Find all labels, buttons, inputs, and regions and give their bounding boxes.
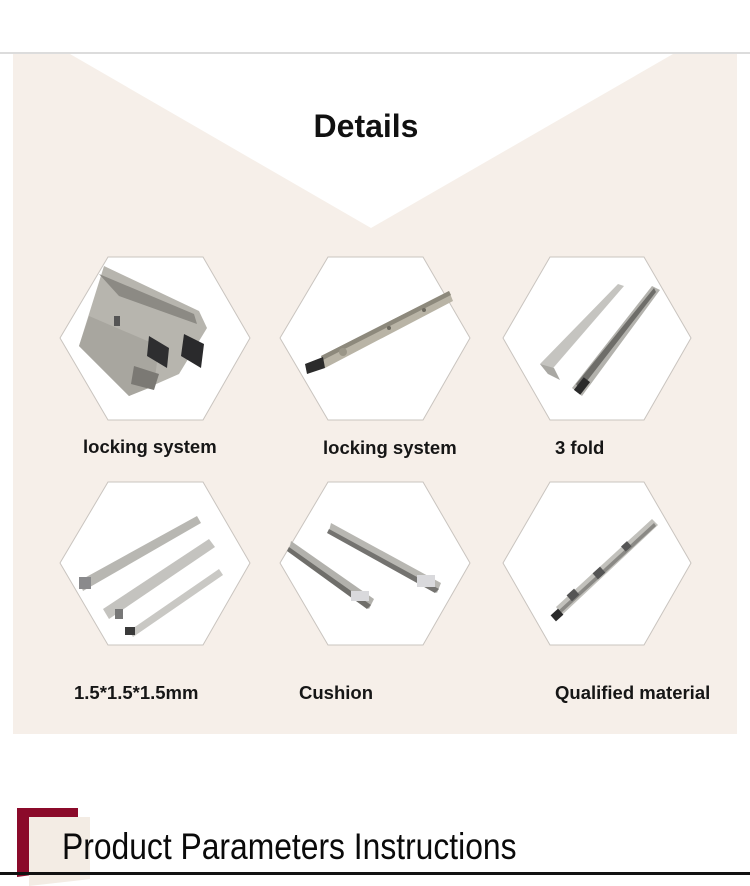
feature-image-1 (59, 256, 251, 421)
drawer-slide-pair-3fold-image (540, 284, 660, 396)
drawer-slide-single-rail-image (305, 291, 453, 374)
feature-image-2 (279, 256, 471, 421)
drawer-slide-locking-closeup-image (79, 266, 207, 396)
drawer-slide-exploded-rails-image (79, 516, 223, 637)
feature-label-1: locking system (83, 436, 217, 457)
drawer-slide-single-qualified-image (550, 519, 658, 622)
feature-image-6 (502, 481, 694, 646)
feature-image-4 (59, 481, 251, 646)
feature-label-5: Cushion (299, 682, 373, 703)
params-section-title: Product Parameters Instructions (62, 826, 517, 867)
top-divider (0, 52, 750, 54)
drawer-slide-pair-cushion-image (287, 523, 441, 609)
feature-label-3: 3 fold (555, 437, 605, 458)
feature-label-4: 1.5*1.5*1.5mm (74, 682, 199, 703)
feature-label-6: Qualified material (555, 682, 711, 703)
feature-image-5 (279, 481, 471, 646)
feature-image-3 (502, 256, 694, 421)
details-title: Details (313, 108, 419, 144)
params-divider (0, 872, 750, 875)
feature-label-2: locking system (323, 437, 457, 458)
details-banner-triangle (70, 54, 673, 228)
params-section-header: Product Parameters Instructions (0, 790, 750, 886)
